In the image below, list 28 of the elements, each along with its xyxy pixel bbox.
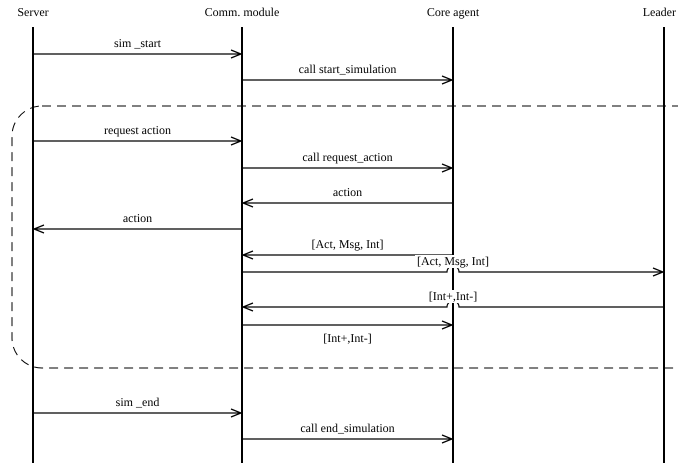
message-arrow	[242, 300, 663, 312]
message-arrow	[34, 408, 242, 418]
edge-label: request action	[102, 124, 173, 137]
message-arrow	[243, 320, 453, 330]
edge-label: call start_simulation	[296, 63, 398, 76]
message-arrow	[243, 266, 664, 277]
edge-label: [Int+,Int-]	[321, 332, 374, 345]
edge-label: [Int+,Int-]	[426, 290, 480, 303]
edge-label: sim _start	[112, 37, 163, 50]
edge-label: sim _end	[114, 396, 162, 409]
message-arrow	[33, 224, 241, 234]
message-arrow	[243, 434, 453, 444]
message-arrow	[243, 75, 453, 85]
message-arrow	[34, 49, 242, 59]
message-arrow	[242, 198, 452, 208]
message-arrow	[243, 163, 453, 173]
edge-label: call request_action	[300, 151, 395, 164]
edge-label: [Act, Msg, Int]	[310, 238, 386, 251]
lifeline-title: Server	[17, 5, 49, 19]
edge-label: action	[330, 186, 364, 199]
edge-label: [Act, Msg, Int]	[415, 255, 491, 268]
lifeline-title: Core agent	[426, 5, 480, 19]
message-arrow	[242, 250, 452, 260]
edge-label: action	[120, 212, 154, 225]
lifeline-title: Comm. module	[204, 5, 280, 19]
message-arrow	[34, 136, 242, 146]
lifeline-title: Leader	[642, 5, 676, 19]
edge-label: call end_simulation	[298, 422, 397, 435]
